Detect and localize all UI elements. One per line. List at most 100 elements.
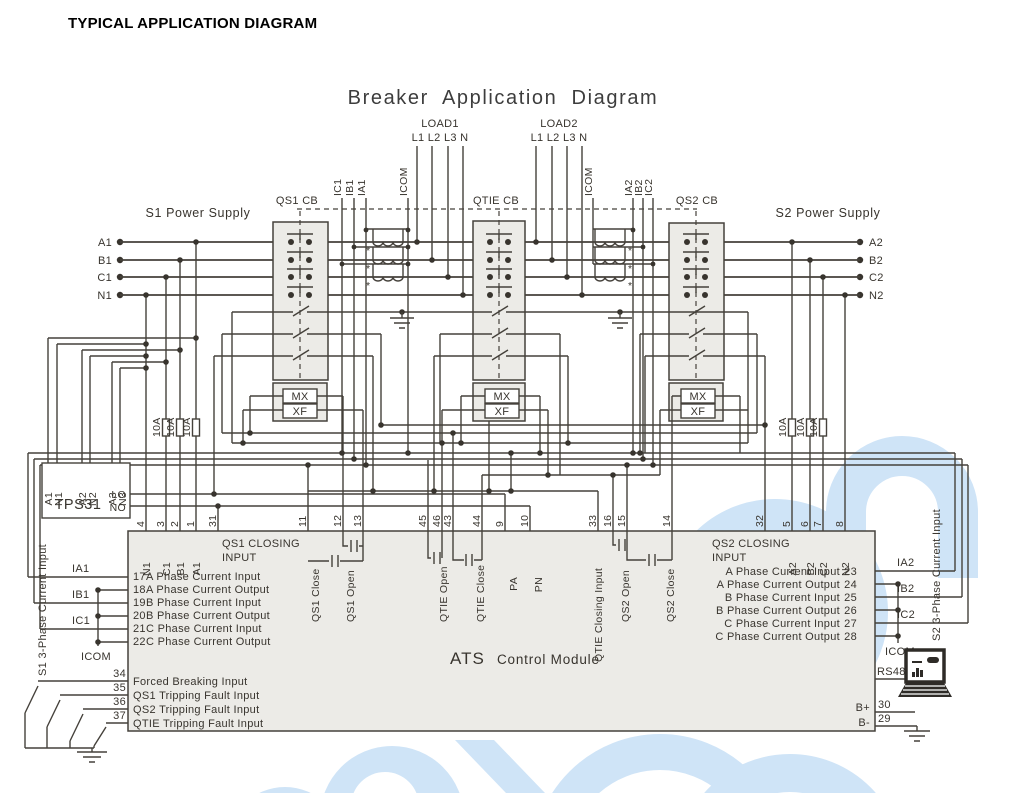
pin-13: 13 — [352, 515, 364, 527]
pin-label-a2: A2 — [787, 562, 799, 575]
routing-wires — [27, 242, 969, 629]
pin-label-b1: B1 — [175, 562, 187, 575]
qs2-close-label: QS2 Close — [665, 569, 677, 622]
pin-label-n2: N2 — [840, 562, 852, 576]
row-label: C Phase Current Input — [146, 623, 262, 635]
qtiecb-label: QTIE CB — [473, 195, 519, 207]
junction-dots — [143, 227, 848, 509]
ct-polarity-mark: * — [628, 263, 632, 275]
breaker-qtie — [472, 211, 526, 381]
ats-name-main: ATS — [450, 649, 485, 668]
ct-labels: IC1 IB1 IA1 ICOM ICOM IA2 IB2 IC2 — [332, 167, 655, 196]
row-num: 22 — [133, 636, 146, 648]
row-num: 27 — [844, 618, 857, 630]
fuse-rating: 10A — [808, 417, 820, 437]
xf-label: XF — [691, 406, 706, 418]
load2-phases: L1 L2 L3 N — [531, 132, 588, 144]
rs485-label: RS485 — [877, 666, 912, 678]
coil-box-qtie: MX XF — [472, 382, 526, 422]
pin-7: 7 — [812, 521, 824, 527]
ct-polarity-mark: * — [628, 245, 632, 257]
module-pin-numbers: 4 3 2 1 31 11 12 13 45 46 43 44 9 10 33 … — [135, 515, 846, 527]
row-num: 20 — [133, 610, 146, 622]
row-label: C Phase Current Input — [724, 618, 840, 630]
pin-label-c2: C2 — [818, 562, 830, 576]
laptop-icon — [898, 648, 952, 697]
tps31-pin-a1: A1 — [43, 492, 55, 505]
ct-polarity-mark: * — [366, 280, 370, 292]
load1-name: LOAD1 — [421, 118, 459, 130]
row-num: 28 — [844, 631, 857, 643]
rs485-group: RS485 B+ 30 B- 29 — [856, 648, 952, 742]
terminal-b2: B2 — [869, 255, 883, 267]
ct-label-ic1: IC1 — [332, 179, 344, 196]
ct-label-ia2: IA2 — [623, 179, 635, 196]
tps31-pin-n3: N3 — [117, 492, 129, 506]
fuse-rating: 10A — [181, 417, 193, 437]
row-label: C Phase Current Output — [146, 636, 271, 648]
pin-45: 45 — [417, 515, 429, 527]
ct-polarity-mark: * — [628, 280, 632, 292]
terminal-c1: C1 — [97, 272, 112, 284]
pin-1: 1 — [185, 521, 197, 527]
pin-36: 36 — [113, 696, 126, 708]
pin-5: 5 — [781, 521, 793, 527]
ia2-label: IA2 — [897, 557, 914, 569]
pin-37: 37 — [113, 710, 126, 722]
pin-46: 46 — [431, 515, 443, 527]
coil-box-qs1: MX XF — [272, 382, 328, 422]
ct-label-icom-left: ICOM — [398, 167, 410, 196]
row-num: 25 — [844, 592, 857, 604]
coil-box-qs2: MX XF — [668, 382, 724, 422]
row-num: 24 — [844, 579, 857, 591]
qtie-open-label: QTIE Open — [438, 566, 450, 622]
load2-header: LOAD2 L1 L2 L3 N — [531, 118, 588, 144]
ats-module-box — [127, 530, 876, 732]
module-pin-phase-labels: N1 C1 B1 A1 A2 B2 C2 N2 PA PN — [141, 562, 852, 592]
fuse-rating: 10A — [165, 417, 177, 437]
row-num: 18 — [133, 584, 146, 596]
pin-4: 4 — [135, 521, 147, 527]
ats-name-sub: Control Module — [497, 652, 600, 667]
row-label: QTIE Tripping Fault Input — [133, 718, 263, 730]
row-label: QS2 Tripping Fault Input — [133, 704, 259, 716]
qs2cb-label: QS2 CB — [676, 195, 718, 207]
row-label: A Phase Current Output — [717, 579, 840, 591]
s2-current-group: S2 3-Phase Current Input IA2 IB2 IC2 ICO… — [875, 509, 968, 658]
tps31-no: NO — [110, 502, 126, 514]
pin-30: 30 — [878, 699, 891, 711]
qs1-closing-caption2: INPUT — [222, 552, 257, 564]
pin-44: 44 — [471, 515, 483, 527]
load1-phases: L1 L2 L3 N — [412, 132, 469, 144]
fuses: 10A 10A 10A 10A 10A 10A — [151, 417, 828, 437]
xf-label: XF — [293, 406, 308, 418]
tps31-pin-n1: N1 — [53, 492, 65, 506]
row-num: 23 — [844, 566, 857, 578]
qtie-closing-input-label: QTIE Closing Input — [593, 568, 605, 662]
diagram-title: Breaker Application Diagram — [348, 87, 659, 109]
ct-label-ib1: IB1 — [344, 179, 356, 196]
pin-6: 6 — [799, 521, 811, 527]
row-label: B Phase Current Input — [725, 592, 840, 604]
section-title: TYPICAL APPLICATION DIAGRAM — [68, 15, 317, 32]
ic1-label: IC1 — [72, 615, 90, 627]
pin-8: 8 — [834, 521, 846, 527]
tps31-pin-n2: N2 — [87, 492, 99, 506]
row-label: B Phase Current Output — [146, 610, 270, 622]
ib1-label: IB1 — [72, 589, 89, 601]
pin-10: 10 — [519, 515, 531, 527]
s2-current-title: S2 3-Phase Current Input — [931, 509, 943, 641]
fault-input-group: 34 35 36 37 Forced Breaking Input QS1 Tr… — [24, 668, 263, 763]
tps31-pin-a3: A3 — [107, 492, 119, 505]
s2-supply-title: S2 Power Supply — [776, 206, 881, 220]
qs2-closing-caption2: INPUT — [712, 552, 747, 564]
pin-16: 16 — [602, 515, 614, 527]
row-label: B Phase Current Input — [146, 597, 261, 609]
breaker-qs1 — [272, 211, 329, 381]
qs2-open-label: QS2 Open — [620, 570, 632, 622]
pin-34: 34 — [113, 668, 126, 680]
row-label: B Phase Current Output — [716, 605, 840, 617]
pin-14: 14 — [661, 515, 673, 527]
tps31-name: TPS31 — [55, 497, 102, 513]
load2-name: LOAD2 — [540, 118, 578, 130]
